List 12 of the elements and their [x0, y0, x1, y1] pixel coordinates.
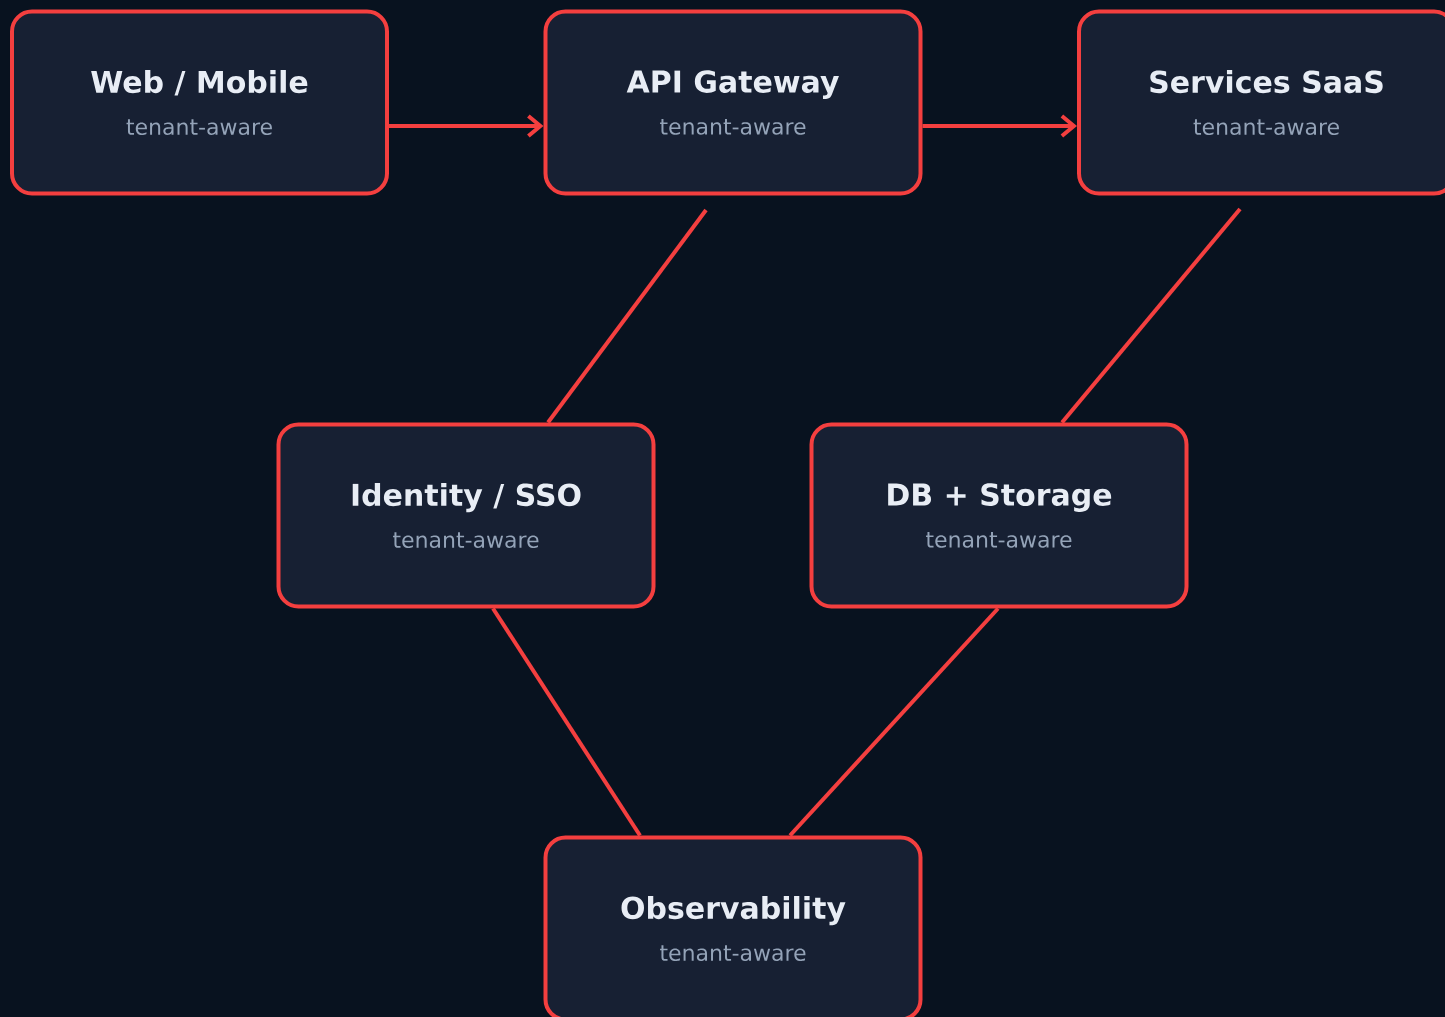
arrow [389, 114, 544, 138]
process-box: Observability tenant-aware [543, 835, 923, 1017]
connector-line [491, 607, 642, 837]
process-box: Identity / SSO tenant-aware [276, 422, 656, 609]
connector-line [546, 208, 708, 424]
arrow [922, 114, 1077, 138]
process-box: Web / Mobile tenant-aware [10, 9, 389, 196]
process-box: Services SaaS tenant-aware [1077, 9, 1445, 196]
connector-line [788, 607, 1000, 837]
process-box: DB + Storage tenant-aware [809, 422, 1189, 609]
process-box: API Gateway tenant-aware [543, 9, 923, 196]
connector-line [1060, 207, 1242, 424]
